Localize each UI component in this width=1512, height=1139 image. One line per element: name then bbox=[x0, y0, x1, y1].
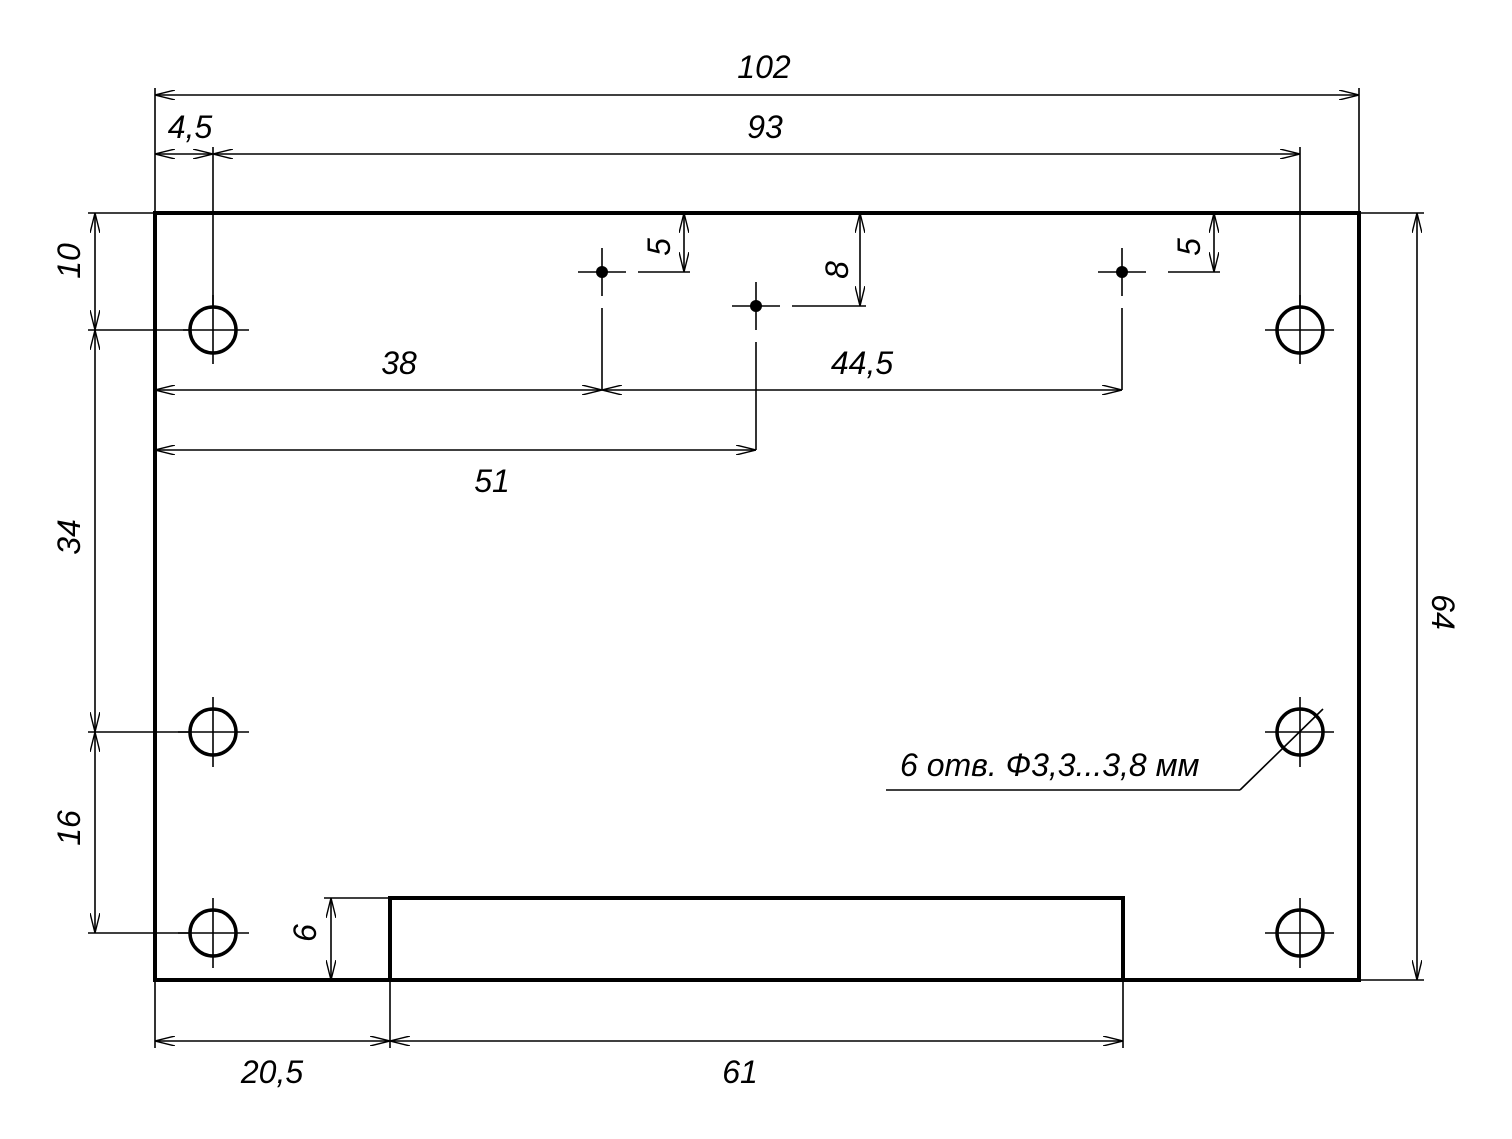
dim-hole-spacing-y2: 16 bbox=[51, 810, 87, 846]
dim-overall-height: 64 bbox=[1425, 594, 1461, 630]
dim-hole-spacing-x: 93 bbox=[747, 109, 783, 145]
dim-cutout-height: 6 bbox=[287, 924, 323, 942]
dim-pin1-x: 38 bbox=[381, 345, 417, 381]
dim-cutout-offset-x: 20,5 bbox=[240, 1054, 303, 1090]
extension-lines bbox=[88, 88, 1424, 1048]
bottom-cutout bbox=[388, 896, 1125, 982]
dim-hole-offset-x: 4,5 bbox=[168, 109, 213, 145]
pin-marker bbox=[732, 282, 866, 450]
dim-overall-width: 102 bbox=[737, 49, 791, 85]
pin-marker bbox=[1098, 248, 1220, 390]
dim-pin2-y: 8 bbox=[819, 261, 855, 279]
holes-callout: 6 отв. Ф3,3...3,8 мм bbox=[900, 747, 1200, 783]
board-outline bbox=[153, 211, 1361, 982]
mounting-hole bbox=[183, 295, 249, 364]
dim-top-offset-y: 10 bbox=[51, 243, 87, 279]
dim-pin3-y: 5 bbox=[1171, 238, 1207, 256]
dim-cutout-width: 61 bbox=[722, 1054, 758, 1090]
callout-leader bbox=[886, 708, 1324, 791]
dim-pin-span-x: 44,5 bbox=[831, 345, 893, 381]
dim-hole-spacing-y1: 34 bbox=[51, 519, 87, 555]
dim-pin1-y: 5 bbox=[641, 238, 677, 256]
dimension-lines bbox=[95, 95, 1417, 1041]
pin-marker bbox=[578, 248, 690, 390]
mounting-hole bbox=[1265, 898, 1334, 968]
dim-pin2-x: 51 bbox=[474, 463, 510, 499]
